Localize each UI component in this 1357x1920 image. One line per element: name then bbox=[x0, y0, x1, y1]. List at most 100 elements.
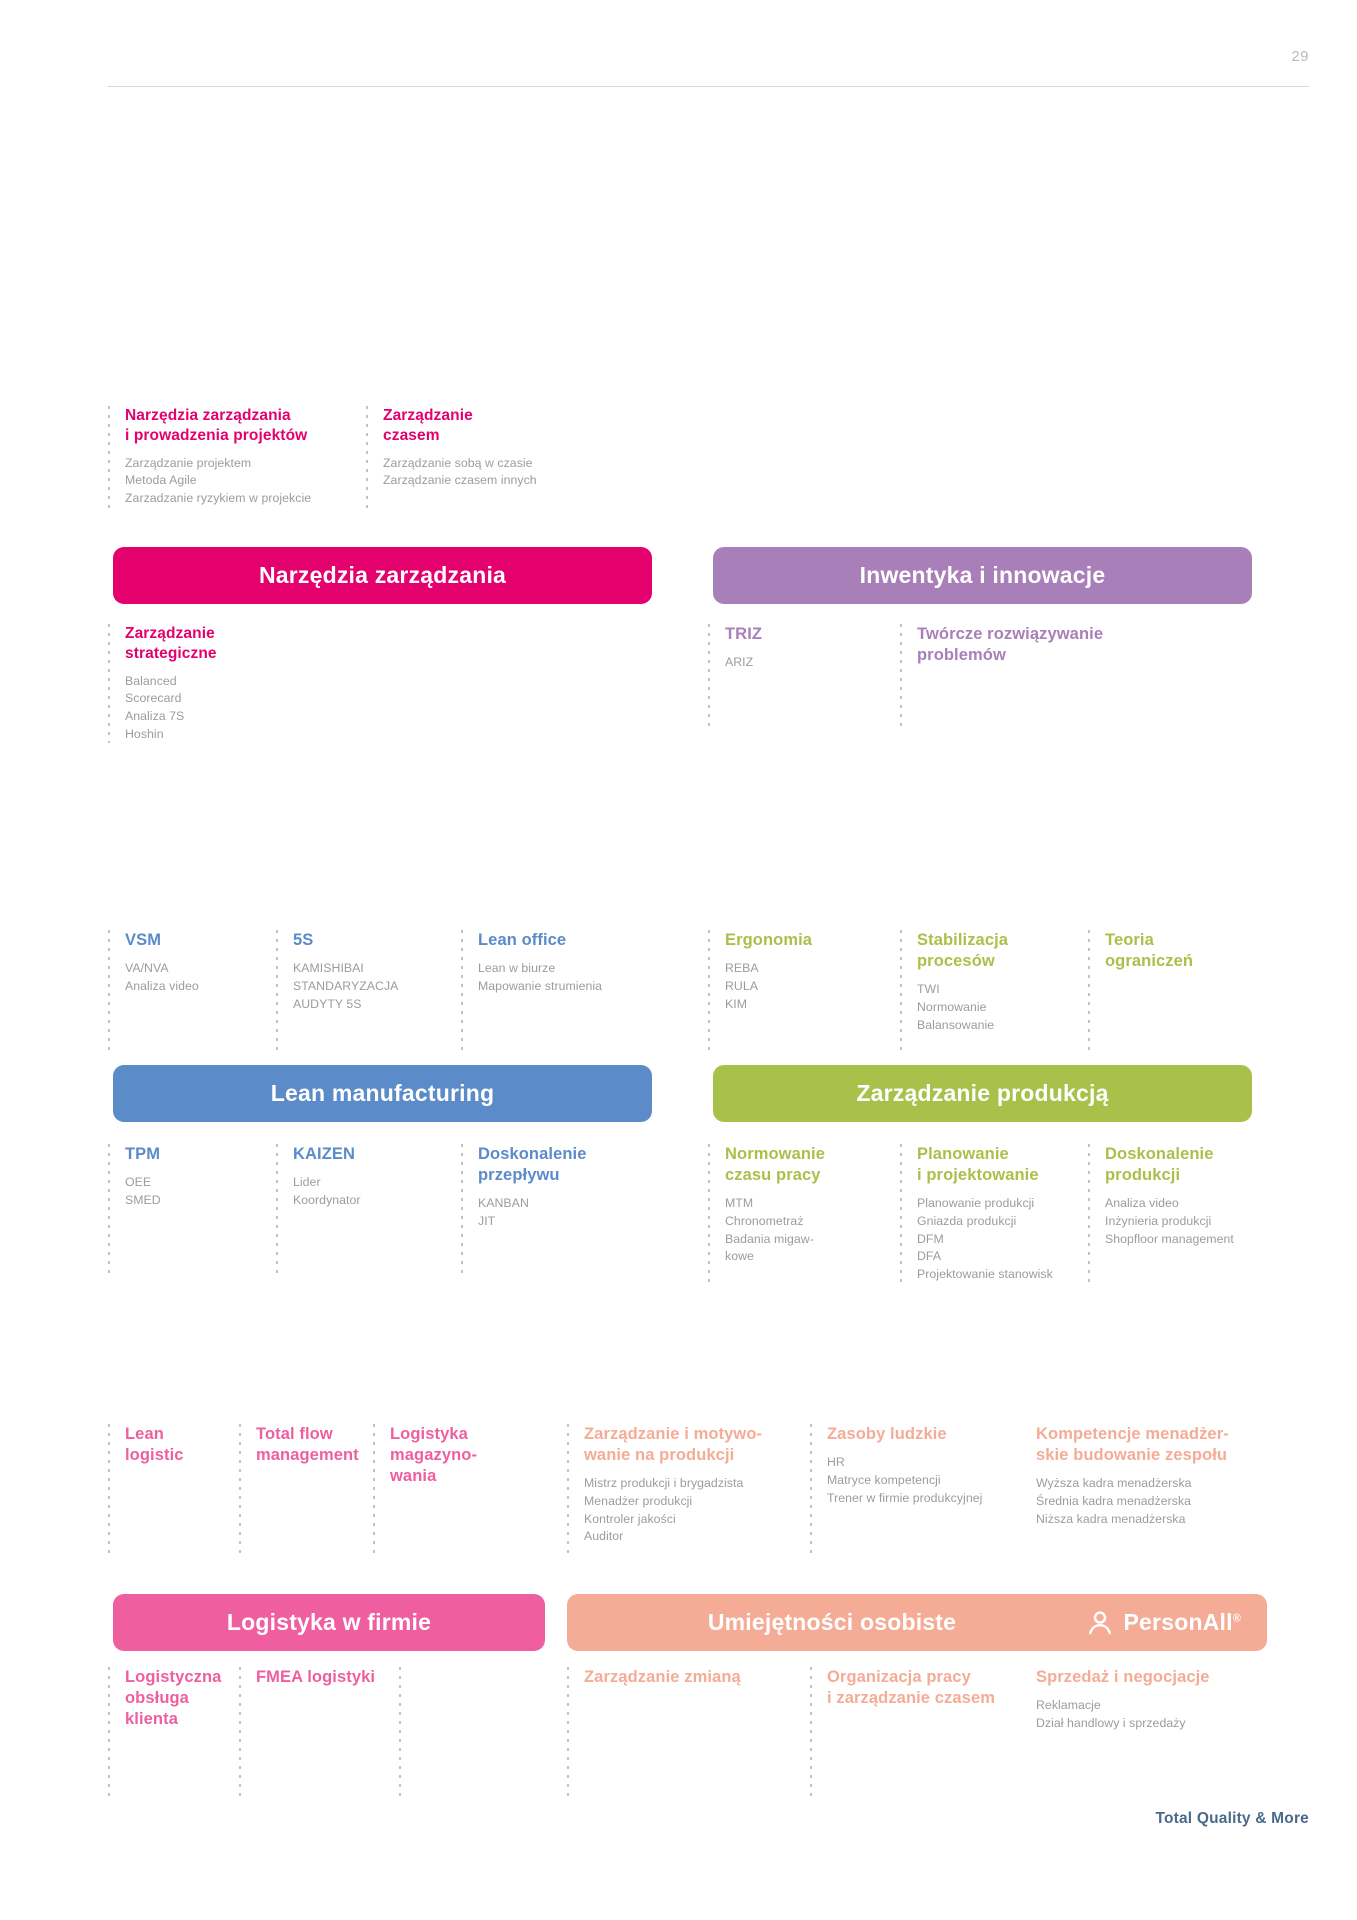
column-normowanie-czasu-pracy: Normowanie czasu pracy MTM Chronometraż … bbox=[708, 1144, 900, 1284]
section-lean-bottom: TPM OEE SMED KAIZEN Lider Koordynator Do… bbox=[108, 1144, 653, 1279]
column-items: MTM Chronometraż Badania migaw- kowe bbox=[725, 1196, 814, 1264]
column-items: Lean w biurze Mapowanie strumienia bbox=[478, 961, 603, 993]
column-zarzadzanie-zmiana: Zarządzanie zmianą bbox=[567, 1667, 810, 1797]
column-teoria-ograniczen: Teoria ograniczeń bbox=[1088, 930, 1263, 1050]
column-sprzedaz-i-negocjacje: Sprzedaż i negocjacje Reklamacje Dział h… bbox=[1036, 1667, 1267, 1797]
column-heading: Ergonomia bbox=[725, 931, 813, 949]
column-heading: KAIZEN bbox=[293, 1145, 356, 1163]
column-heading: Lean logistic bbox=[125, 1425, 184, 1465]
column-zarzadzanie-strategiczne: Zarządzanie strategiczne Balanced Scorec… bbox=[108, 624, 366, 744]
column-heading: Narzędzia zarządzania i prowadzenia proj… bbox=[125, 407, 308, 444]
section-inwentyka-bottom: TRIZ ARIZ Twórcze rozwiązywanie problemó… bbox=[708, 624, 1258, 732]
column-heading: Logistyka magazyno- wania bbox=[390, 1425, 478, 1486]
personall-wordmark: PersonAll® bbox=[1123, 1609, 1241, 1635]
column-tworcze-rozwiazywanie: Twórcze rozwiązywanie problemów bbox=[900, 624, 1230, 732]
column-heading: Logistyczna obsługa klienta bbox=[125, 1668, 222, 1729]
column-5s: 5S KAMISHIBAI STANDARYZACJA AUDYTY 5S bbox=[276, 930, 461, 1050]
column-items: Balanced Scorecard Analiza 7S Hoshin bbox=[125, 673, 185, 741]
registered-mark: ® bbox=[1232, 1612, 1241, 1625]
column-items: Reklamacje Dział handlowy i sprzedaży bbox=[1036, 1698, 1186, 1730]
bar-label: Inwentyka i innowacje bbox=[859, 562, 1106, 588]
column-heading: Normowanie czasu pracy bbox=[725, 1145, 826, 1185]
column-ergonomia: Ergonomia REBA RULA KIM bbox=[708, 930, 900, 1050]
column-heading: VSM bbox=[125, 931, 162, 949]
column-items: VA/NVA Analiza video bbox=[125, 961, 199, 993]
column-heading: Zarządzanie zmianą bbox=[584, 1668, 741, 1686]
bar-label: Narzędzia zarządzania bbox=[258, 562, 507, 588]
column-heading: Stabilizacja procesów bbox=[917, 931, 1009, 971]
column-items: Wyższa kadra menadżerska Średnia kadra m… bbox=[1036, 1476, 1192, 1526]
page-number: 29 bbox=[1291, 48, 1309, 65]
column-items: Mistrz produkcji i brygadzista Menadżer … bbox=[584, 1476, 744, 1544]
column-heading: TPM bbox=[125, 1145, 161, 1163]
column-heading: FMEA logistyki bbox=[256, 1668, 376, 1686]
column-items: Analiza video Inżynieria produkcji Shopf… bbox=[1105, 1196, 1234, 1246]
column-heading: Doskonalenie przepływu bbox=[478, 1145, 587, 1185]
footer-tagline: Total Quality & More bbox=[1155, 1810, 1309, 1827]
column-logistyka-spacer bbox=[399, 1667, 519, 1797]
column-heading: 5S bbox=[293, 931, 314, 949]
column-kompetencje-menadzerskie: Kompetencje menadżer- skie budowanie zes… bbox=[1036, 1424, 1267, 1554]
column-doskonalenie-produkcji: Doskonalenie produkcji Analiza video Inż… bbox=[1088, 1144, 1263, 1284]
column-heading: Sprzedaż i negocjacje bbox=[1036, 1668, 1210, 1686]
bar-inwentyka-i-innowacje[interactable]: Inwentyka i innowacje bbox=[713, 547, 1252, 604]
column-total-flow-management: Total flow management bbox=[239, 1424, 373, 1554]
column-heading: Doskonalenie produkcji bbox=[1105, 1145, 1214, 1185]
bar-logistyka-w-firmie[interactable]: Logistyka w firmie bbox=[113, 1594, 545, 1651]
section-logistyka-bottom: Logistyczna obsługa klienta FMEA logisty… bbox=[108, 1667, 548, 1797]
column-items: TWI Normowanie Balansowanie bbox=[917, 982, 995, 1032]
column-items: Planowanie produkcji Gniazda produkcji D… bbox=[917, 1196, 1053, 1282]
bar-zarzadzanie-produkcja[interactable]: Zarządzanie produkcją bbox=[713, 1065, 1252, 1122]
column-organizacja-pracy: Organizacja pracy i zarządzanie czasem bbox=[810, 1667, 1036, 1797]
column-heading: Zarządzanie strategiczne bbox=[125, 625, 217, 662]
column-stabilizacja-procesow: Stabilizacja procesów TWI Normowanie Bal… bbox=[900, 930, 1088, 1050]
column-heading: Planowanie i projektowanie bbox=[917, 1145, 1039, 1185]
column-planowanie-i-projektowanie: Planowanie i projektowanie Planowanie pr… bbox=[900, 1144, 1088, 1284]
column-heading: Zarządzanie i motywo- wanie na produkcji bbox=[584, 1425, 763, 1465]
section-umiejetnosci-top: Zarządzanie i motywo- wanie na produkcji… bbox=[567, 1424, 1267, 1554]
column-items: REBA RULA KIM bbox=[725, 961, 759, 1011]
header-divider bbox=[108, 86, 1309, 87]
column-heading: Zasoby ludzkie bbox=[827, 1425, 947, 1443]
column-zarzadzanie-i-motywowanie: Zarządzanie i motywo- wanie na produkcji… bbox=[567, 1424, 810, 1554]
column-items: Zarządzanie projektem Metoda Agile Zarza… bbox=[125, 455, 312, 506]
section-lean-top: VSM VA/NVA Analiza video 5S KAMISHIBAI S… bbox=[108, 930, 653, 1050]
column-zarzadzanie-czasem: Zarządzanie czasem Zarządzanie sobą w cz… bbox=[366, 406, 608, 508]
column-logistyka-magazynowania: Logistyka magazyno- wania bbox=[373, 1424, 533, 1554]
column-items: OEE SMED bbox=[125, 1175, 161, 1207]
column-items: Lider Koordynator bbox=[293, 1175, 361, 1207]
column-kaizen: KAIZEN Lider Koordynator bbox=[276, 1144, 461, 1279]
section-produkcja-top: Ergonomia REBA RULA KIM Stabilizacja pro… bbox=[708, 930, 1268, 1050]
column-lean-office: Lean office Lean w biurze Mapowanie stru… bbox=[461, 930, 653, 1050]
column-items: Zarządzanie sobą w czasie Zarządzanie cz… bbox=[383, 455, 537, 488]
column-heading: Teoria ograniczeń bbox=[1105, 931, 1194, 971]
bar-label: Umiejętności osobiste bbox=[707, 1609, 957, 1635]
bar-label: Lean manufacturing bbox=[270, 1080, 495, 1106]
column-narzedzia-projekty: Narzędzia zarządzania i prowadzenia proj… bbox=[108, 406, 366, 508]
section-umiejetnosci-bottom: Zarządzanie zmianą Organizacja pracy i z… bbox=[567, 1667, 1267, 1797]
column-heading: Zarządzanie czasem bbox=[383, 407, 473, 444]
column-vsm: VSM VA/NVA Analiza video bbox=[108, 930, 276, 1050]
bar-narzedzia-zarzadzania[interactable]: Narzędzia zarządzania bbox=[113, 547, 652, 604]
column-tpm: TPM OEE SMED bbox=[108, 1144, 276, 1279]
column-heading: Kompetencje menadżer- skie budowanie zes… bbox=[1036, 1425, 1229, 1465]
column-heading: Twórcze rozwiązywanie problemów bbox=[917, 625, 1104, 665]
person-icon bbox=[1085, 1608, 1115, 1638]
personall-logo: PersonAll® bbox=[1085, 1608, 1241, 1638]
column-doskonalenie-przeplywu: Doskonalenie przepływu KANBAN JIT bbox=[461, 1144, 653, 1279]
column-heading: TRIZ bbox=[725, 625, 763, 643]
column-fmea-logistyki: FMEA logistyki bbox=[239, 1667, 399, 1797]
section-narzedzia-top: Narzędzia zarządzania i prowadzenia proj… bbox=[108, 406, 608, 552]
column-items: KAMISHIBAI STANDARYZACJA AUDYTY 5S bbox=[293, 961, 399, 1011]
column-zasoby-ludzkie: Zasoby ludzkie HR Matryce kompetencji Tr… bbox=[810, 1424, 1036, 1554]
column-items: ARIZ bbox=[725, 655, 754, 670]
bar-label: Logistyka w firmie bbox=[226, 1609, 432, 1635]
column-heading: Organizacja pracy i zarządzanie czasem bbox=[827, 1668, 995, 1708]
section-logistyka-top: Lean logistic Total flow management Logi… bbox=[108, 1424, 548, 1554]
section-narzedzia-bottom: Zarządzanie strategiczne Balanced Scorec… bbox=[108, 624, 608, 744]
bar-lean-manufacturing[interactable]: Lean manufacturing bbox=[113, 1065, 652, 1122]
bar-umiejetnosci-osobiste[interactable]: Umiejętności osobiste PersonAll® bbox=[567, 1594, 1267, 1651]
column-heading: Lean office bbox=[478, 931, 567, 949]
column-heading: Total flow management bbox=[256, 1425, 359, 1465]
